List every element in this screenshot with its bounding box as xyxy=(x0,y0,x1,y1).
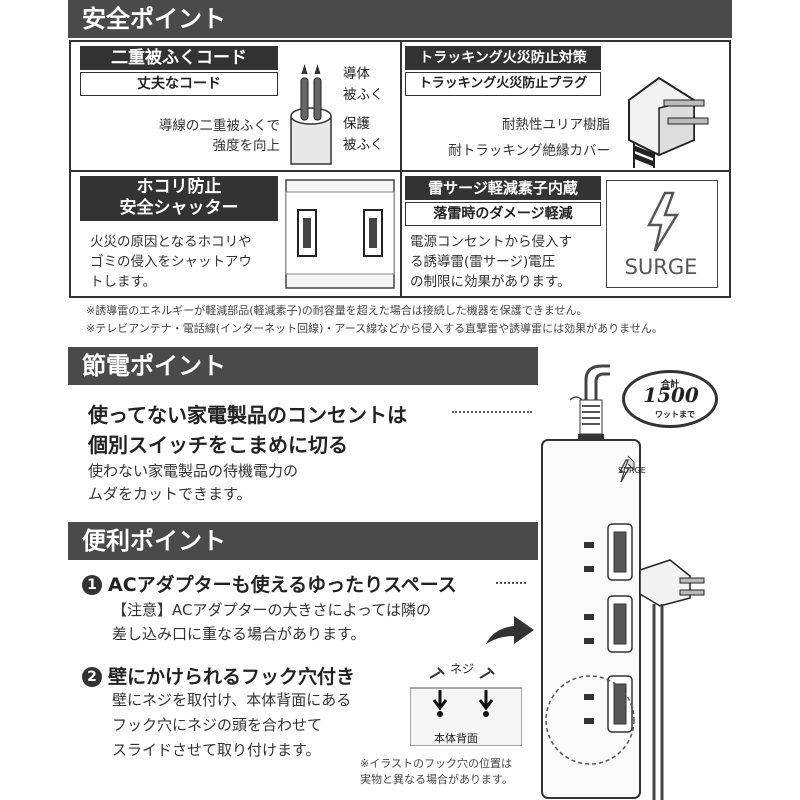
cord-desc-line: 強度を向上 xyxy=(212,138,281,154)
safety-note-1: ※誘導雷のエネルギーが軽減部品(軽減素子)の耐容量を超えた場合は接続した機器を保… xyxy=(86,304,588,317)
tracking-desc-line: 耐熱性ユリア樹脂 xyxy=(502,117,610,133)
safety-heading-text: 安全ポイント xyxy=(82,5,226,33)
arrow-right-icon xyxy=(486,616,534,644)
surge-title: 雷サージ軽減素子内蔵 xyxy=(405,176,601,200)
item1-desc: 【注意】ACアダプターの大きさによっては隣の 差し込み口に重なる場合があります。 xyxy=(112,598,431,646)
item1-title: ACアダプターも使えるゆったりスペース xyxy=(108,574,457,596)
cord-label-protect: 保護 xyxy=(343,116,370,132)
convenience-heading-text: 便利ポイント xyxy=(82,527,226,555)
item2-title: 壁にかけられるフック穴付き xyxy=(108,666,356,688)
strip-surge-label: SURGE xyxy=(618,466,646,475)
cord-label-protect2: 被ふく xyxy=(343,137,384,153)
safety-heading: 安全ポイント xyxy=(68,0,732,38)
surge-desc-line: 電源コンセントから侵入す xyxy=(410,234,572,250)
shutter-desc-line: 火災の原因となるホコリや xyxy=(90,234,252,250)
shutter-title-line: ホコリ防止 xyxy=(136,177,222,197)
item1-title-row: 1 ACアダプターも使えるゆったりスペース xyxy=(82,570,457,597)
cord-label-coating: 被ふく xyxy=(343,87,384,103)
shutter-desc-line: トします。 xyxy=(90,274,157,290)
tracking-subtitle: トラッキング火災防止プラグ xyxy=(405,72,601,96)
surge-desc-line: の制限に効果があります。 xyxy=(410,274,571,290)
cord-title: 二重被ふくコード xyxy=(80,46,278,70)
cord-desc: 導線の二重被ふくで 強度を向上 xyxy=(100,116,280,156)
tracking-desc-line: 耐トラッキング絶縁カバー xyxy=(448,143,610,159)
grid-divider-h xyxy=(69,170,731,172)
tracking-title: トラッキング火災防止対策 xyxy=(405,46,601,70)
lightning-icon xyxy=(646,191,680,252)
shutter-desc-line: ゴミの侵入をシャットアウ xyxy=(90,254,252,270)
convenience-heading: 便利ポイント xyxy=(68,522,538,560)
shutter-illustration xyxy=(285,179,395,289)
badge-top-text: 合計 xyxy=(660,380,679,390)
item2-number-badge: 2 xyxy=(82,667,102,687)
shutter-title-line: 安全シャッター xyxy=(119,198,239,218)
cord-desc-line: 導線の二重被ふくで xyxy=(158,118,280,134)
item2-desc: 壁にネジを取付け、本体背面にある フック穴にネジの頭を合わせて スライドさせて取… xyxy=(112,688,351,763)
screw-label: ネジ xyxy=(450,662,475,676)
power-main-line: 個別スイッチをこまめに切る xyxy=(88,433,348,457)
back-label: 本体背面 xyxy=(434,732,478,745)
wattage-badge: 合計 1500 ワットまで xyxy=(622,370,718,428)
cord-labels: 導体 被ふく 保護 被ふく xyxy=(343,64,384,156)
power-heading-text: 節電ポイント xyxy=(82,352,226,380)
power-strip-illustration xyxy=(541,364,705,800)
shutter-title: ホコリ防止 安全シャッター xyxy=(80,176,278,221)
grid-divider-v xyxy=(400,40,402,298)
power-main-line: 使ってない家電製品のコンセントは xyxy=(88,403,407,427)
power-sub: 使わない家電製品の待機電力の ムダをカットできます。 xyxy=(88,460,298,506)
shutter-desc: 火災の原因となるホコリや ゴミの侵入をシャットアウ トします。 xyxy=(90,232,280,292)
item1-desc-line: 差し込み口に重なる場合があります。 xyxy=(112,625,366,643)
item2-desc-line: 壁にネジを取付け、本体背面にある xyxy=(112,691,352,709)
badge-number: 1500 xyxy=(643,383,699,407)
hook-diagram: ネジ 本体背面 xyxy=(410,660,522,746)
item1-number-badge: 1 xyxy=(82,575,102,595)
cord-label-conductor: 導体 xyxy=(343,66,370,82)
power-main: 使ってない家電製品のコンセントは 個別スイッチをこまめに切る xyxy=(88,400,407,460)
safety-note-2: ※テレビアンテナ・電話線(インターネット回線)・アース線などから侵入する直撃雷や… xyxy=(86,322,663,335)
power-sub-line: 使わない家電製品の待機電力の xyxy=(88,462,299,480)
hook-note-line: 実物と異なる場合があります。 xyxy=(360,773,513,786)
cord-subtitle: 丈夫なコード xyxy=(80,72,278,96)
item1-leader-line xyxy=(496,582,526,584)
hook-note: ※イラストのフック穴の位置は 実物と異なる場合があります。 xyxy=(360,756,513,788)
item1-desc-line: 【注意】ACアダプターの大きさによっては隣の xyxy=(112,601,431,619)
plug-illustration xyxy=(628,76,709,168)
cord-illustration xyxy=(290,64,332,165)
surge-subtitle: 落雷時のダメージ軽減 xyxy=(405,202,601,226)
badge-unit: ワットまで xyxy=(655,410,695,419)
surge-desc: 電源コンセントから侵入す る誘導雷(雷サージ)電圧 の制限に効果があります。 xyxy=(410,232,600,292)
power-sub-line: ムダをカットできます。 xyxy=(88,485,252,503)
hook-note-line: ※イラストのフック穴の位置は xyxy=(360,757,512,770)
power-leader-line xyxy=(452,411,532,413)
item2-desc-line: フック穴にネジの頭を合わせて xyxy=(112,716,323,734)
tracking-desc: 耐熱性ユリア樹脂 耐トラッキング絶縁カバー xyxy=(430,112,610,164)
surge-icon-box: SURGE xyxy=(606,180,718,288)
surge-icon-label: SURGE xyxy=(624,255,698,279)
item2-title-row: 2 壁にかけられるフック穴付き xyxy=(82,662,355,689)
item2-desc-line: スライドさせて取り付けます。 xyxy=(112,741,321,759)
power-heading: 節電ポイント xyxy=(68,347,538,385)
surge-desc-line: る誘導雷(雷サージ)電圧 xyxy=(410,254,556,270)
